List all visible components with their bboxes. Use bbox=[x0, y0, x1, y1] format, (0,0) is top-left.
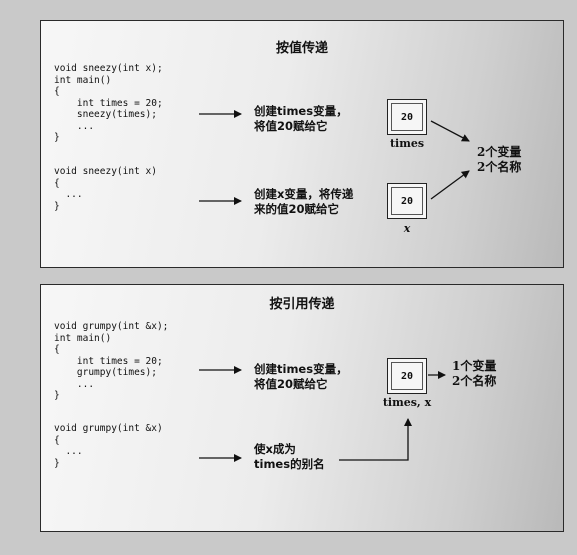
code-line: ... bbox=[54, 189, 83, 200]
panel-title: 按引用传递 bbox=[269, 297, 335, 312]
arrow-alias-to-box bbox=[339, 418, 412, 461]
code-line: { bbox=[54, 177, 60, 189]
panel-pass-by-reference: 按引用传递 void grumpy(int &x); int main() { … bbox=[40, 284, 564, 532]
code-line: ... bbox=[54, 120, 95, 132]
description-create-x: 创建x变量，将传递 来的值20赋给它 bbox=[254, 187, 354, 216]
description-create-times: 创建times变量， 将值20赋给它 bbox=[254, 104, 348, 133]
code-line: } bbox=[54, 390, 60, 401]
arrows-layer bbox=[199, 110, 470, 205]
code-line: ... bbox=[54, 378, 95, 390]
code-line: ... bbox=[54, 446, 83, 457]
code-line: { bbox=[54, 434, 60, 446]
code-line: int main() bbox=[54, 74, 112, 86]
code-line: void grumpy(int &x) bbox=[54, 423, 163, 434]
code-line: } bbox=[54, 132, 60, 143]
arrow-x-to-summary bbox=[430, 170, 470, 200]
description-create-times: 创建times变量， 将值20赋给它 bbox=[254, 362, 348, 391]
variable-label-x: x bbox=[403, 222, 411, 235]
code-block-main: void sneezy(int x); int main() { int tim… bbox=[54, 63, 163, 144]
code-line: { bbox=[54, 86, 60, 97]
variable-box-x: 20 bbox=[387, 183, 427, 219]
code-block-function: void grumpy(int &x) { ... } bbox=[54, 423, 163, 469]
code-line: grumpy(times); bbox=[54, 367, 157, 378]
code-line: int times = 20; bbox=[54, 97, 163, 109]
code-line: } bbox=[54, 200, 60, 212]
code-line: void grumpy(int &x); bbox=[54, 321, 169, 332]
description-alias: 使x成为 times的别名 bbox=[254, 442, 325, 471]
code-line: { bbox=[54, 344, 60, 355]
code-line: sneezy(times); bbox=[54, 109, 157, 120]
code-line: } bbox=[54, 457, 60, 469]
code-block-main: void grumpy(int &x); int main() { int ti… bbox=[54, 321, 168, 402]
summary-one-variable: 1个变量 2个名称 bbox=[452, 359, 497, 388]
code-line: int times = 20; bbox=[54, 355, 163, 367]
code-block-function: void sneezy(int x) { ... } bbox=[54, 166, 157, 212]
panel-pass-by-value: 按值传递 void sneezy(int x); int main() { in… bbox=[40, 20, 564, 268]
arrows-layer bbox=[199, 366, 446, 462]
variable-label-times-x: times, x bbox=[382, 396, 432, 409]
variable-label-times: times bbox=[389, 137, 425, 150]
code-line: void sneezy(int x) bbox=[54, 166, 157, 177]
variable-box-times-x: 20 bbox=[387, 358, 427, 394]
code-line: void sneezy(int x); bbox=[54, 63, 163, 74]
summary-two-variables: 2个变量 2个名称 bbox=[477, 145, 522, 174]
arrow-times-to-summary bbox=[430, 120, 470, 142]
variable-box-times: 20 bbox=[387, 99, 427, 135]
code-line: int main() bbox=[54, 332, 112, 344]
panel-title: 按值传递 bbox=[275, 41, 328, 56]
